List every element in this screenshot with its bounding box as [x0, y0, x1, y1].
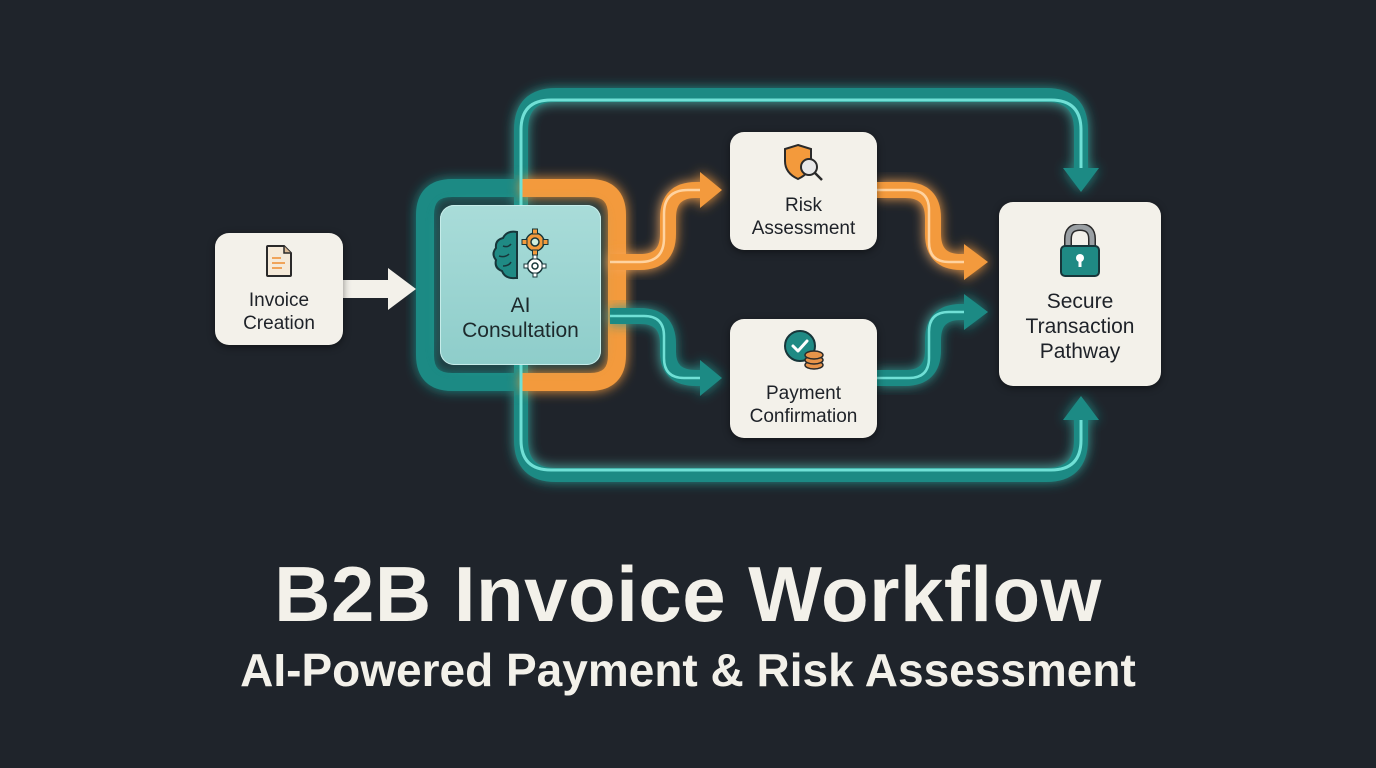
node-label: Pathway	[1039, 340, 1121, 363]
ai-to-risk-connector	[610, 172, 722, 270]
ai-to-payment-connector	[610, 308, 722, 396]
check-coins-icon	[782, 329, 826, 376]
node-invoice-creation: Invoice Creation	[215, 233, 343, 345]
bottom-loop-connector	[514, 365, 1099, 482]
node-ai-consultation: AI Consultation	[440, 205, 601, 365]
payment-to-secure-connector	[877, 294, 988, 386]
node-secure-transaction-pathway: Secure Transaction Pathway	[999, 202, 1161, 386]
node-label: Transaction	[1025, 315, 1135, 338]
node-label: Payment	[766, 383, 841, 404]
node-risk-assessment: Risk Assessment	[730, 132, 877, 250]
node-label: Secure	[1046, 290, 1114, 313]
node-label: Invoice	[248, 289, 310, 311]
padlock-icon	[1059, 222, 1101, 283]
node-label: Confirmation	[749, 406, 858, 427]
invoice-to-ai-arrow	[343, 268, 416, 310]
document-icon	[265, 244, 293, 283]
ai-frame	[416, 150, 626, 420]
node-label: Assessment	[751, 217, 856, 239]
title-block: B2B Invoice Workflow AI-Powered Payment …	[0, 548, 1376, 698]
brain-gears-icon	[489, 228, 553, 287]
top-loop-connector	[514, 88, 1099, 205]
node-label: Creation	[243, 312, 315, 334]
node-label: Consultation	[462, 318, 579, 342]
node-label: AI	[510, 293, 531, 317]
risk-to-secure-connector	[877, 182, 988, 280]
shield-magnifier-icon	[782, 143, 826, 188]
page-subtitle: AI-Powered Payment & Risk Assessment	[240, 644, 1136, 696]
node-payment-confirmation: Payment Confirmation	[730, 319, 877, 438]
page-title: B2B Invoice Workflow	[274, 550, 1102, 638]
node-label: Risk	[785, 194, 822, 216]
